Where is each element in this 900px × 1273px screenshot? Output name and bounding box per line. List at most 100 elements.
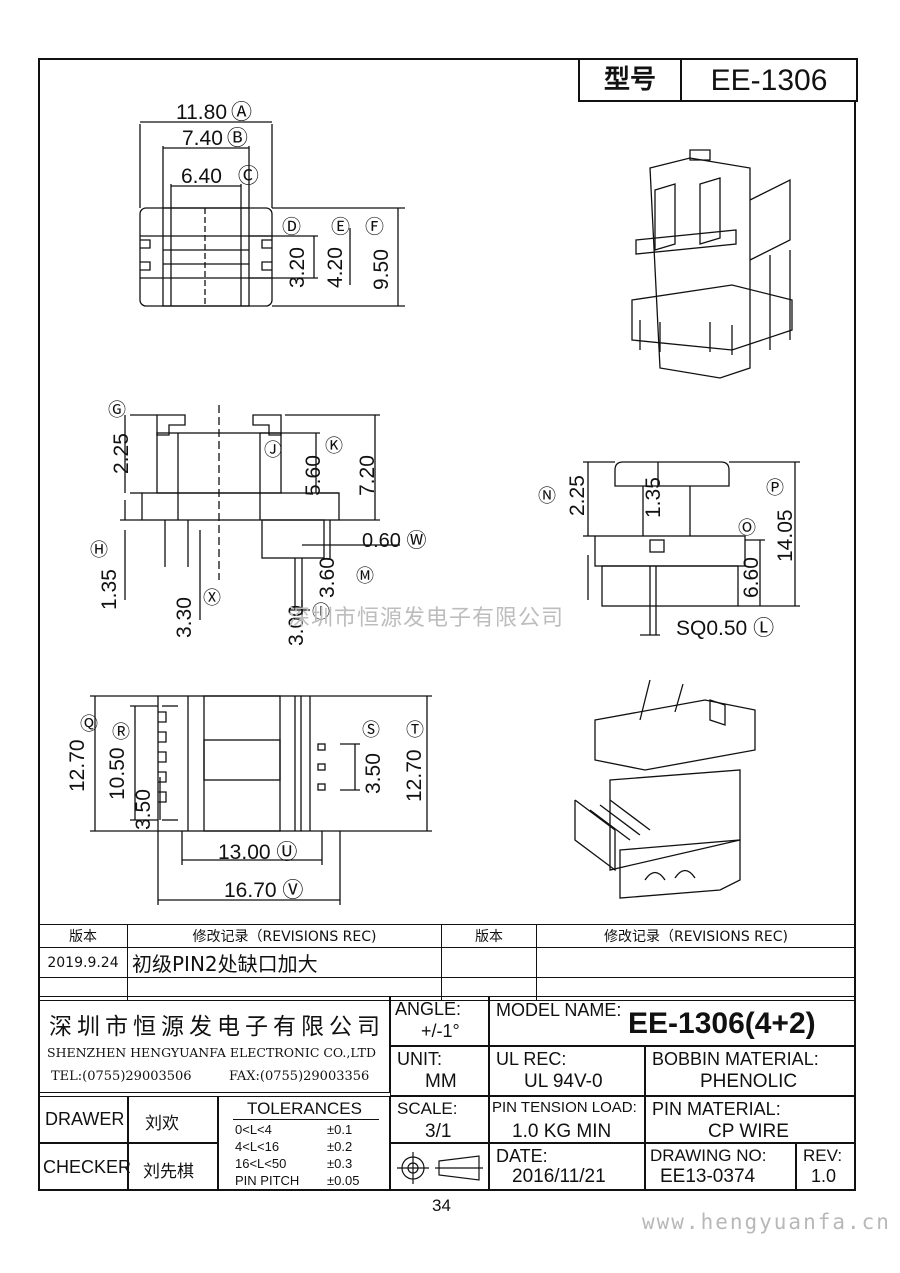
tag-E: Ⓔ	[331, 217, 351, 238]
model-value: EE-1306	[710, 64, 828, 97]
model-name-cell: MODEL NAME: EE-1306(4+2)	[489, 996, 856, 1046]
date-value: 2016/11/21	[512, 1166, 606, 1187]
unit-label: UNIT:	[397, 1049, 442, 1069]
unit-value: MM	[425, 1071, 457, 1092]
dim-K: 7.20	[356, 455, 379, 496]
tag-D: Ⓓ	[282, 217, 302, 238]
dim-H: 1.35	[98, 569, 121, 610]
ul-cell: UL REC: UL 94V-0	[489, 1046, 645, 1096]
rev-row-empty-2	[536, 947, 856, 978]
tolerances-label: TOLERANCES	[247, 1099, 362, 1118]
rev-row-record: 初级PIN2处缺口加大	[127, 947, 442, 978]
tol-value-1: ±0.2	[327, 1139, 353, 1154]
pin-material-cell: PIN MATERIAL: CP WIRE	[645, 1096, 856, 1143]
watermark-company: 深圳市恒源发电子有限公司	[288, 606, 565, 631]
model-name-value: EE-1306(4+2)	[628, 1007, 816, 1040]
dim-L: SQ0.50 Ⓛ	[676, 617, 775, 640]
dim-P: 14.05	[774, 509, 797, 562]
scale-label: SCALE:	[397, 1099, 458, 1118]
dim-V: 16.70 Ⓥ	[224, 879, 304, 902]
tag-G: Ⓖ	[108, 400, 126, 420]
drawing-no-cell: DRAWING NO: EE13-0374	[645, 1143, 796, 1191]
rev-col-version-2: 版本	[441, 924, 537, 948]
drawer-label-cell: DRAWER	[38, 1096, 128, 1143]
dim-U: 13.00 Ⓤ	[218, 841, 298, 864]
company-cn: 深圳市恒源发电子有限公司	[49, 1014, 385, 1040]
date-cell: DATE: 2016/11/21	[489, 1143, 645, 1191]
drawing-no-label: DRAWING NO:	[650, 1146, 767, 1165]
tag-O: Ⓞ	[738, 518, 756, 538]
dim-X: 3.30	[173, 597, 196, 638]
tol-range-1: 4<L<16	[235, 1139, 280, 1154]
rev-value: 1.0	[811, 1166, 837, 1186]
dim-F: 9.50	[370, 249, 393, 290]
checker-label-cell: CHECKER	[38, 1143, 132, 1191]
ul-value: UL 94V-0	[524, 1071, 603, 1092]
tol-value-0: ±0.1	[327, 1122, 353, 1137]
angle-value: +/-1°	[421, 1021, 460, 1041]
checker-value: 刘先棋	[143, 1162, 194, 1181]
pin-tension-value: 1.0 KG MIN	[512, 1121, 612, 1142]
dim-R: 10.50	[106, 747, 129, 800]
projection-symbol-cell	[390, 1143, 489, 1191]
model-name-label: MODEL NAME:	[496, 1000, 622, 1020]
date-label: DATE:	[496, 1146, 548, 1166]
company-tel: TEL:(0755)29003506	[51, 1069, 192, 1084]
front-view	[120, 405, 400, 620]
dim-W: 0.60 Ⓦ	[362, 530, 427, 552]
dim-O: 6.60	[740, 557, 763, 598]
pin-material-label: PIN MATERIAL:	[652, 1099, 781, 1119]
dim-G: 2.25	[110, 433, 133, 474]
tag-T: Ⓣ	[406, 720, 424, 740]
rev-row-blank-2	[127, 977, 442, 1001]
dim-N: 2.25	[566, 475, 589, 516]
bobbin-value: PHENOLIC	[700, 1071, 798, 1092]
tol-range-3: PIN PITCH	[235, 1173, 300, 1188]
model-title-box: 型号 EE-1306	[578, 58, 858, 102]
drawing-no-value: EE13-0374	[660, 1166, 756, 1187]
tol-value-2: ±0.3	[327, 1156, 353, 1171]
top-view	[139, 121, 405, 307]
angle-cell: ANGLE: +/-1°	[390, 996, 489, 1046]
tag-F: Ⓕ	[365, 217, 385, 238]
tol-range-0: 0<L<4	[235, 1122, 272, 1137]
dim-bottom-3-50: 3.50	[132, 789, 155, 830]
rev-row-empty-1	[441, 947, 537, 978]
dim-Q: 12.70	[66, 739, 89, 792]
rev-col-version: 版本	[38, 924, 128, 948]
tag-I: Ⓘ	[312, 602, 330, 622]
rev-col-record-2: 修改记录（REVISIONS REC)	[536, 924, 856, 948]
checker-label: CHECKER	[43, 1157, 132, 1177]
iso-view-bottom	[574, 679, 756, 899]
tol-range-2: 16<L<50	[235, 1156, 287, 1171]
bottom-view	[90, 695, 432, 905]
drawer-value-cell: 刘欢	[128, 1096, 218, 1143]
projection-symbol-icon	[397, 1152, 483, 1184]
revision-table: 版本 修改记录（REVISIONS REC) 版本 修改记录（REVISIONS…	[38, 924, 856, 1001]
dim-T: 12.70	[403, 749, 426, 802]
ul-label: UL REC:	[496, 1049, 567, 1069]
watermark-site: www.hengyuanfa.cn	[642, 1210, 891, 1234]
company-en: SHENZHEN HENGYUANFA ELECTRONIC CO.,LTD	[47, 1045, 377, 1060]
dim-side-1-35: 1.35	[642, 477, 665, 518]
angle-label: ANGLE:	[395, 999, 462, 1019]
tag-N: Ⓝ	[538, 486, 556, 506]
checker-value-cell: 刘先棋	[128, 1143, 218, 1191]
tag-M: Ⓜ	[356, 566, 374, 586]
rev-row-blank-1	[38, 977, 128, 1001]
page-number: 34	[432, 1196, 451, 1215]
rev-label: REV:	[803, 1146, 843, 1165]
model-label: 型号	[580, 60, 682, 100]
pin-tension-cell: PIN TENSION LOAD: 1.0 KG MIN	[489, 1096, 645, 1143]
dim-S: 3.50	[362, 753, 385, 794]
rev-row-version: 2019.9.24	[38, 947, 128, 978]
scale-cell: SCALE: 3/1	[390, 1096, 489, 1143]
scale-value: 3/1	[425, 1121, 452, 1142]
title-block: 深圳市恒源发电子有限公司 SHENZHEN HENGYUANFA ELECTRO…	[38, 996, 856, 1191]
drawer-value: 刘欢	[145, 1114, 179, 1133]
rev-col-record: 修改记录（REVISIONS REC)	[127, 924, 442, 948]
